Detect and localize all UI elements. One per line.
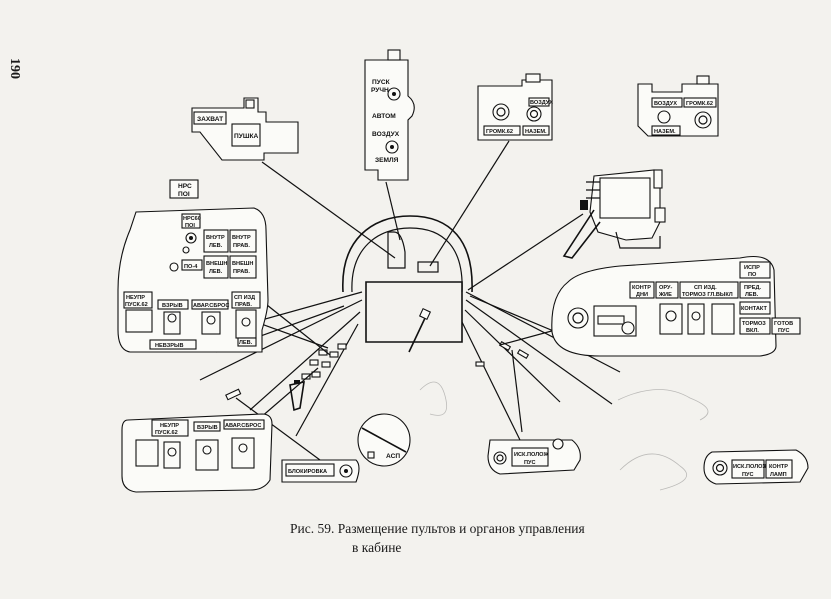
label-ispr: ИСПР [744,265,760,271]
label-asp: АСП [386,453,400,460]
label-tormoz-vkl: ВКЛ. [746,328,759,334]
caption-line-1: Рис. 59. Размещение пультов и органов уп… [290,521,585,536]
label-kontakt: КОНТАКТ [741,306,767,312]
label-pus: ПУС [524,460,536,466]
label-gotov: ГОТОВ [774,321,793,327]
label-vozdukh-mid: ВОЗДУХ [530,100,553,106]
label-nazem-right: НАЗЕМ. [654,129,676,135]
label-pred: ПРЕД. [744,285,761,291]
label-gromk62-right: ГРОМК.62 [686,101,713,107]
label-pred-lev: ЛЕВ. [745,292,759,298]
label-ruchn: РУЧН [371,87,389,94]
label-lamp: ЛАМП [770,472,787,478]
label-vnutr-prav-1: ВНУТР [232,235,251,241]
label-po1: ПОІ [178,191,190,198]
label-lev: ЛЕВ. [239,340,253,346]
label-vozdukh: ВОЗДУХ [372,131,400,138]
radio-panel-middle: ВОЗДУХ ГРОМК.62 НАЗЕМ. [477,73,553,141]
label-avtom: АВТОМ [372,113,396,120]
label-nrs60: НРС60 [183,216,201,222]
label-neupr-1: НЕУПР [126,295,145,301]
label-vzryv-b: ВЗРЫВ [197,425,218,431]
bottom-left-panel: НЕУПР ПУСК.62 ВЗРЫВ АВАР.СБРОС [121,413,273,493]
label-sp-izd-t: СП ИЗД. [694,285,717,291]
left-console-panel: НРС ПОІ НРС60 ПОІ ПО-4 ВНУТР ЛЕВ. ВНУТР … [117,179,269,353]
launch-mode-panel: ПУСК РУЧН АВТОМ ВОЗДУХ ЗЕМЛЯ [364,49,415,181]
caption-line-2: в кабине [352,540,402,555]
label-sp-izd-1: СП ИЗД [234,295,255,301]
label-isk-polozh: ИСК.ПОЛОЖ [514,452,549,458]
label-pus-r: ПУС [742,472,754,478]
label-zemlya: ЗЕМЛЯ [375,157,399,164]
label-zakhvat: ЗАХВАТ [197,116,223,123]
isk-polozh-panel-center: ИСК.ПОЛОЖ ПУС [487,438,581,475]
label-avar-sbros: АВАР.СБРОС [193,303,229,309]
label-nazem-mid: НАЗЕМ. [525,129,547,135]
label-vozdukh-right: ВОЗДУХ [654,101,677,107]
label-dni: ДНИ [636,292,648,298]
label-pushka: ПУШКА [234,133,258,140]
label-vnesh-prav-2: ПРАВ. [233,269,250,275]
figure-caption: Рис. 59. Размещение пультов и органов уп… [290,519,710,557]
label-vnesh-prav-1: ВНЕШН [232,261,253,267]
label-vnutr-prav-2: ПРАВ. [233,243,250,249]
label-tormoz-gl: ТОРМОЗ ГЛ.ВЫКЛ [682,292,733,298]
asp-knob: АСП [357,413,411,467]
label-tormoz: ТОРМОЗ [742,321,766,327]
label-po4: ПО-4 [184,264,198,270]
right-console-panel: ИСПР ПО ПРЕД. ЛЕВ. КОНТАКТ ТОРМОЗ ВКЛ. Г… [551,255,801,357]
label-gotov-pus: ПУС [778,328,790,334]
label-vzryv: ВЗРЫВ [162,303,183,309]
label-avar-sbros-b: АВАР.СБРОС [225,423,261,429]
label-vnutr-lev-2: ЛЕВ. [209,243,223,249]
label-zhie: ЖИЕ [658,292,672,298]
label-po: ПО [748,272,757,278]
label-kontr-r: КОНТР [769,464,788,470]
label-gromk62-mid: ГРОМК.62 [486,129,513,135]
label-neupr-2: ПУСК.62 [125,302,148,308]
label-nevzryv: НЕВЗРЫВ [155,343,184,349]
label-kontr: КОНТР [632,285,651,291]
label-po1-small: ПОІ [185,223,195,229]
label-sp-izd-2: ПРАВ. [235,302,252,308]
label-oru: ОРУ- [659,285,672,291]
label-neupr-b2: ПУСК.62 [155,430,178,436]
camera-unit [562,169,666,259]
label-vnesh-lev-1: ВНЕШН [206,261,227,267]
radio-panel-right: ВОЗДУХ ГРОМК.62 НАЗЕМ. [637,75,719,137]
isk-polozh-panel-right: ИСК.ПОЛОЖ ПУС КОНТР ЛАМП [703,449,809,485]
label-neupr-b1: НЕУПР [160,423,179,429]
label-pusk: ПУСК [372,79,391,86]
label-nrs: НРС [178,183,192,190]
label-blokirovka: БЛОКИРОВКА [288,469,327,475]
label-vnutr-lev-1: ВНУТР [206,235,225,241]
handwritten-marks [419,381,709,491]
blocking-panel: БЛОКИРОВКА [281,459,360,483]
stick-grip-gun-panel: ЗАХВАТ ПУШКА [191,97,299,161]
label-isk-polozh-r: ИСК.ПОЛОЖ [733,464,768,470]
label-vnesh-lev-2: ЛЕВ. [209,269,223,275]
